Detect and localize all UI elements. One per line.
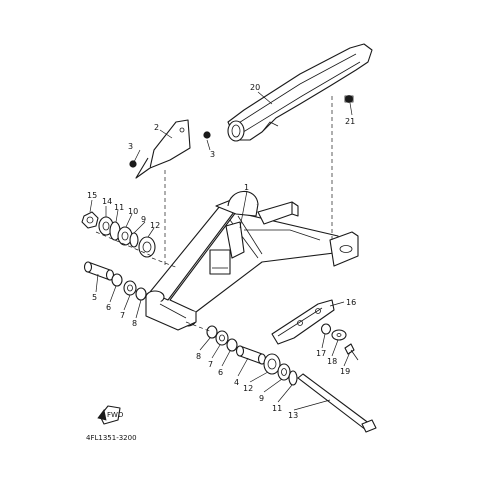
pivot-shaft (297, 373, 377, 433)
forward-arrow-icon (97, 405, 121, 425)
callouts: 1 2 3 3 20 21 16 15 14 11 10 9 12 5 6 7 … (87, 83, 356, 420)
callout-15: 15 (87, 191, 97, 200)
pivot-nut-left (81, 211, 99, 229)
callout-1: 1 (244, 183, 249, 192)
callout-16: 16 (346, 298, 356, 307)
thrust-washer-right (206, 325, 218, 339)
callout-14: 14 (102, 197, 112, 206)
slider-screw (344, 343, 359, 361)
collar-right (235, 345, 267, 365)
forward-label: FWD (107, 411, 123, 419)
callout-10: 10 (128, 207, 138, 216)
oil-seal-right (277, 363, 291, 381)
callout-2: 2 (154, 123, 159, 132)
part-code: 4FL1351-3200 (86, 434, 137, 442)
bracket-plate (135, 119, 191, 179)
bracket-bolt-lower (129, 160, 137, 168)
spacer-left (123, 280, 137, 296)
callout-12-left: 12 (150, 221, 160, 230)
slider-washer (331, 329, 347, 341)
bushing-left (111, 273, 123, 287)
ring-left (129, 232, 139, 248)
callout-8-left: 8 (132, 319, 137, 328)
callout-6-left: 6 (106, 303, 111, 312)
callout-6-right: 6 (218, 368, 223, 377)
callout-9-right: 9 (259, 394, 264, 403)
bracket-bolt-upper (203, 131, 211, 139)
callout-7-left: 7 (120, 311, 125, 320)
callout-3-lower: 3 (128, 142, 133, 151)
callout-8-right: 8 (196, 352, 201, 361)
bushing-right (226, 338, 238, 352)
callout-21: 21 (345, 117, 355, 126)
callout-9-left: 9 (141, 215, 146, 224)
callout-19: 19 (340, 367, 350, 376)
bearing-right (263, 353, 281, 375)
swingarm (145, 190, 359, 331)
slider-collar (320, 323, 332, 335)
callout-13: 13 (288, 411, 298, 420)
spacer-right (215, 330, 229, 346)
callout-5: 5 (92, 293, 97, 302)
callout-7-right: 7 (208, 360, 213, 369)
callout-12-right: 12 (243, 384, 253, 393)
alignment-lines (95, 96, 333, 333)
callout-20: 20 (250, 83, 260, 92)
callout-18: 18 (327, 357, 337, 366)
callout-17: 17 (316, 349, 326, 358)
thrust-washer-left (135, 287, 147, 301)
callout-3-upper: 3 (210, 150, 215, 159)
bearing-left (138, 236, 156, 258)
dust-cover-right (288, 370, 298, 386)
leader-lines (89, 91, 353, 411)
callout-11-right: 11 (272, 404, 282, 413)
chain-case-bolt (344, 95, 354, 103)
callout-11-left: 11 (114, 203, 124, 212)
chain-case (227, 43, 373, 142)
callout-4: 4 (234, 378, 239, 387)
collar-left (83, 261, 115, 281)
chain-slider (271, 299, 335, 345)
